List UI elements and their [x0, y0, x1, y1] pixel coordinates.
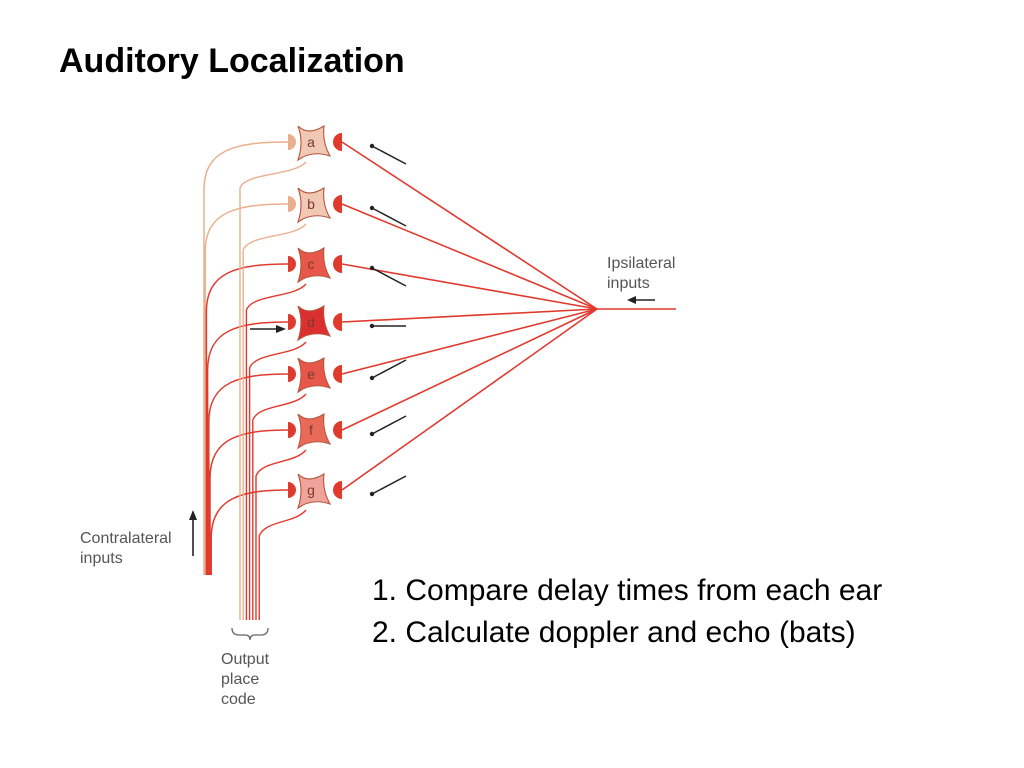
synapse-terminal: [288, 422, 296, 438]
contralateral-axon: [204, 203, 289, 575]
synapse-terminal: [333, 421, 342, 439]
neuron-label: b: [307, 196, 315, 212]
bullet-item: 1. Compare delay times from each ear: [372, 574, 883, 607]
delay-arrow-icon: [369, 265, 407, 287]
ipsilateral-axon: [341, 263, 598, 310]
slide-title: Auditory Localization: [59, 42, 405, 80]
ipsilateral-label-line2: inputs: [607, 275, 650, 292]
output-axon: [252, 393, 307, 620]
ipsilateral-axon: [341, 308, 598, 431]
neuron-e: e: [288, 356, 342, 394]
contralateral-delay-arrow-icon: [250, 325, 286, 333]
contralateral-axon: [203, 141, 289, 575]
synapse-terminal: [288, 256, 296, 272]
synapse-terminal: [288, 314, 296, 330]
neuron-label: a: [307, 134, 315, 150]
output-brace-icon: [231, 627, 269, 641]
ipsilateral-fan: [341, 141, 598, 491]
contralateral-label-line2: inputs: [80, 550, 123, 567]
synapse-terminal: [333, 133, 342, 151]
ipsilateral-arrow-icon: [627, 296, 655, 304]
neuron-label: f: [309, 422, 313, 438]
synapse-terminal: [288, 482, 296, 498]
neuron-d: d: [288, 304, 342, 342]
delay-arrow-icon: [369, 205, 407, 227]
neuron-label: c: [308, 256, 315, 272]
ipsilateral-axon: [341, 308, 598, 323]
output-label-line2: place: [221, 671, 259, 688]
output-axons: [239, 161, 307, 620]
synapse-terminal: [288, 366, 296, 382]
output-axon: [245, 283, 307, 620]
synapse-terminal: [333, 313, 342, 331]
ipsilateral-axon: [341, 308, 598, 375]
neuron-f: f: [288, 412, 342, 450]
neuron-label: g: [307, 482, 315, 498]
contralateral-axons: [203, 141, 289, 575]
contralateral-arrow-icon: [189, 510, 197, 556]
contralateral-axon: [205, 263, 289, 575]
bullet-item: 2. Calculate doppler and echo (bats): [372, 616, 856, 649]
ipsilateral-axon: [341, 308, 598, 491]
neuron-label: d: [307, 314, 315, 330]
output-axon: [258, 509, 307, 620]
delay-arrow-icon: [369, 143, 407, 165]
bullet-list: 1. Compare delay times from each ear 2. …: [372, 570, 882, 654]
synapse-terminal: [288, 196, 296, 212]
contralateral-axon: [209, 429, 289, 575]
neuron-group: a b c d e f g: [288, 124, 342, 510]
delay-arrow-icon: [369, 323, 406, 329]
output-axon: [255, 449, 307, 620]
neuron-a: a: [288, 124, 342, 162]
output-label-line1: Output: [221, 651, 270, 668]
synapse-terminal: [288, 134, 296, 150]
delay-arrow-icon: [369, 359, 407, 381]
output-label-line3: code: [221, 691, 256, 708]
neuron-g: g: [288, 472, 342, 510]
ipsilateral-label-line1: Ipsilateral: [607, 255, 675, 272]
ipsilateral-axon: [341, 203, 598, 310]
output-axon: [242, 223, 307, 620]
output-axon: [248, 341, 307, 620]
neuron-b: b: [288, 186, 342, 224]
synapse-terminal: [333, 255, 342, 273]
neuron-label: e: [307, 366, 315, 382]
ipsilateral-axon: [341, 141, 598, 310]
contralateral-axon: [208, 373, 289, 575]
contralateral-label-line1: Contralateral: [80, 530, 172, 547]
synapse-terminal: [333, 195, 342, 213]
delay-arrow-icon: [369, 475, 407, 497]
synapse-terminal: [333, 481, 342, 499]
synapse-terminal: [333, 365, 342, 383]
delay-arrows: [250, 143, 407, 497]
contralateral-axon: [206, 321, 289, 575]
contralateral-axon: [210, 489, 289, 575]
output-axon: [239, 161, 307, 620]
delay-arrow-icon: [369, 415, 407, 437]
neuron-c: c: [288, 246, 342, 284]
